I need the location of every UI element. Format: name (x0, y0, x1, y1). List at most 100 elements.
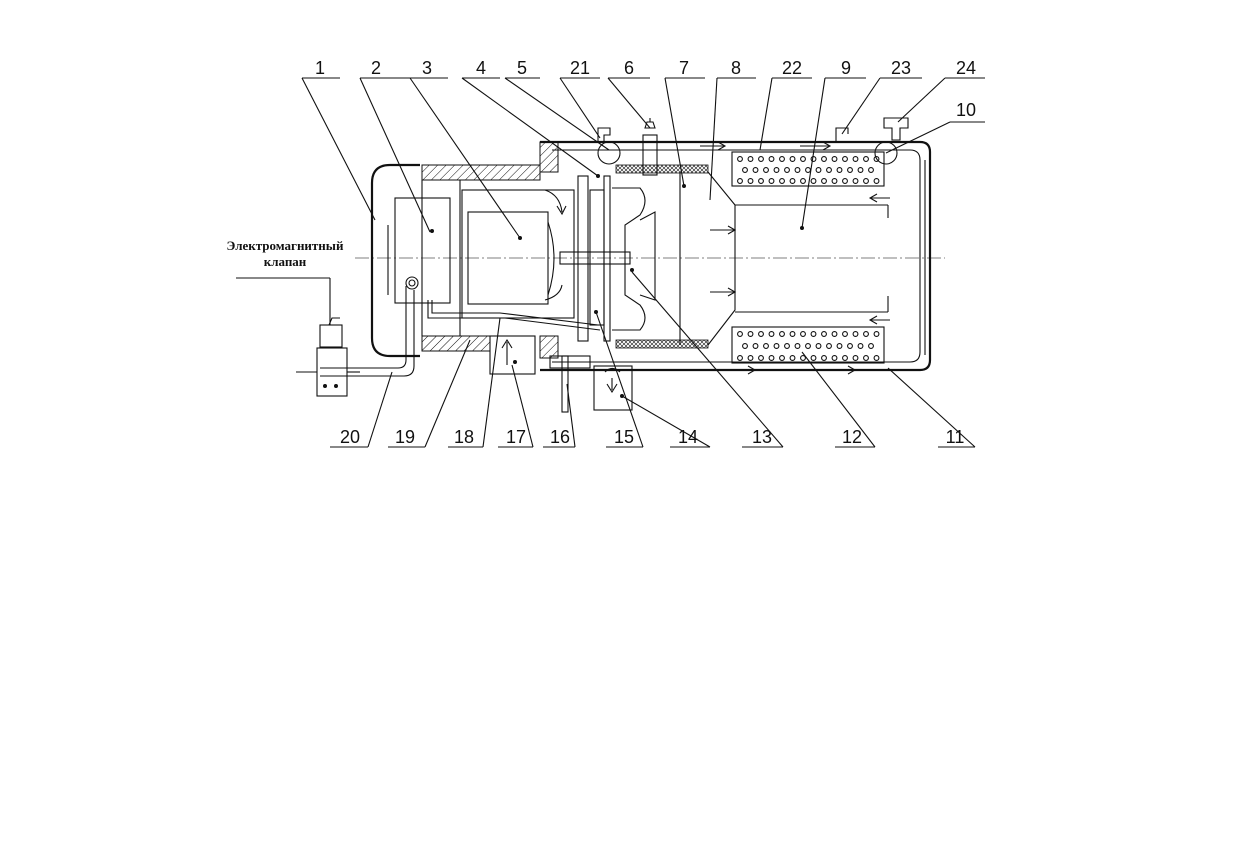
callout-leader (897, 77, 946, 123)
callout-label-23: 23 (891, 58, 911, 78)
fin-hole (779, 156, 785, 162)
fin-hole (737, 156, 743, 162)
fin-hole (815, 167, 822, 173)
fin-hole (831, 331, 838, 337)
callout-label-9: 9 (841, 58, 851, 78)
fin-hole (873, 178, 880, 184)
callout-leader (885, 121, 951, 154)
callout-label-24: 24 (956, 58, 976, 78)
fan-impeller (577, 174, 611, 342)
callout-label-8: 8 (731, 58, 741, 78)
fin-hole (857, 167, 864, 173)
solenoid-valve-caption-line1: Электромагнитный (227, 238, 344, 253)
callout-leader (664, 77, 685, 187)
fin-hole (768, 178, 775, 184)
fin-hole (800, 331, 806, 337)
fin-hole (800, 178, 806, 184)
callout-leader (801, 351, 876, 448)
callout-leader (887, 367, 976, 448)
callout-leader (482, 317, 501, 448)
fin-hole (842, 355, 848, 361)
callout-label-4: 4 (476, 58, 486, 78)
callout-label-6: 6 (624, 58, 634, 78)
callout-label-22: 22 (782, 58, 802, 78)
callout-leader (409, 77, 521, 239)
combustion-inlet (612, 187, 656, 331)
fin-hole (779, 331, 785, 337)
callout-leader (801, 77, 826, 229)
callout-label-19: 19 (395, 427, 415, 447)
callout-leader (759, 77, 773, 151)
fin-hole (752, 343, 759, 349)
exhaust-fitting-24 (883, 117, 909, 141)
fin-hole (873, 156, 880, 162)
fin-hole (800, 156, 806, 162)
fin-hole (805, 343, 811, 349)
callout-label-17: 17 (506, 427, 526, 447)
exhaust-outlet-14 (593, 365, 633, 411)
fin-hole (842, 178, 848, 184)
flow-arrows (544, 141, 890, 375)
fin-hole (784, 343, 790, 349)
fin-hole (873, 331, 880, 337)
fin-hole (863, 355, 869, 361)
callout-label-20: 20 (340, 427, 360, 447)
callout-label-3: 3 (422, 58, 432, 78)
fin-hole (773, 343, 780, 349)
callout-leader (504, 77, 610, 151)
callout-label-14: 14 (678, 427, 698, 447)
control-unit (387, 197, 451, 304)
callout-leader (461, 77, 599, 177)
fin-hole (789, 156, 796, 162)
callout-leader (631, 271, 784, 448)
callout-leader (301, 77, 376, 221)
fin-hole (821, 178, 827, 184)
fin-hole (863, 331, 869, 337)
callout-label-13: 13 (752, 427, 772, 447)
callout-leader (424, 339, 471, 448)
fin-hole (752, 167, 759, 173)
callout-leader (595, 311, 644, 448)
fin-hole (747, 178, 754, 184)
fin-hole (815, 343, 822, 349)
fin-hole (868, 343, 874, 349)
fin-hole (779, 178, 785, 184)
fin-hole (810, 178, 817, 184)
fuel-tube-18 (427, 300, 601, 331)
fin-hole (857, 343, 864, 349)
fin-hole (831, 355, 838, 361)
callout-leader (511, 364, 534, 448)
motor-casing (370, 141, 559, 359)
bracket-23 (835, 127, 849, 142)
fin-hole (758, 331, 764, 337)
fin-hole (768, 156, 775, 162)
fin-hole (747, 355, 754, 361)
fin-hole (836, 167, 843, 173)
fin-hole (836, 343, 843, 349)
callout-label-2: 2 (371, 58, 381, 78)
fin-hole (863, 156, 869, 162)
fin-hole (768, 331, 775, 337)
callout-leader (559, 77, 601, 139)
fin-hole (821, 355, 827, 361)
motor-shaft (559, 251, 631, 265)
callout-leader (359, 77, 431, 233)
fin-hole (789, 355, 796, 361)
callout-label-16: 16 (550, 427, 570, 447)
fin-hole (847, 167, 853, 173)
fin-hole (847, 343, 853, 349)
fin-hole (842, 331, 848, 337)
callout-label-5: 5 (517, 58, 527, 78)
fin-hole (789, 331, 796, 337)
fin-hole (868, 167, 874, 173)
fin-hole (747, 331, 754, 337)
fin-hole (810, 331, 817, 337)
callout-label-18: 18 (454, 427, 474, 447)
fin-hole (831, 156, 838, 162)
fin-hole (842, 156, 848, 162)
callout-leader (367, 371, 393, 448)
fin-hole (805, 167, 811, 173)
